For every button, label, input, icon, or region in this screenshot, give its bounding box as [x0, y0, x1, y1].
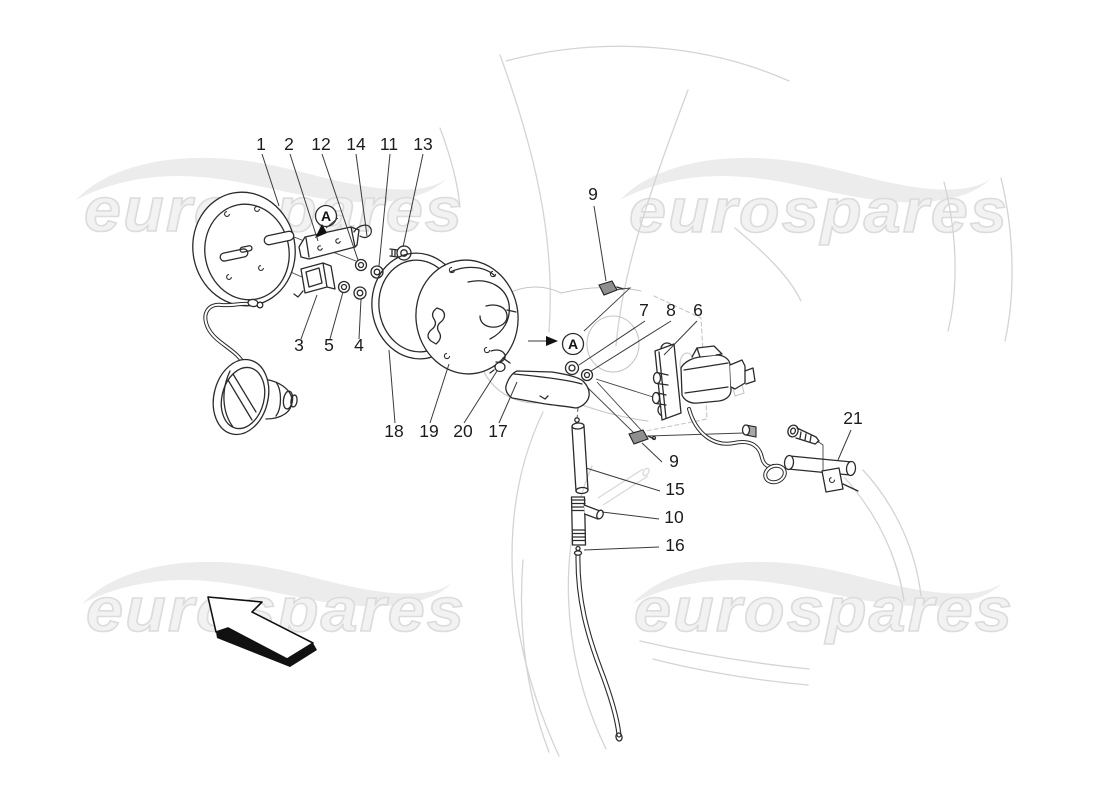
cable-grommet [741, 424, 757, 438]
callout-5[interactable]: 5 [324, 335, 334, 355]
bolt-13 [389, 245, 412, 261]
callout-16[interactable]: 16 [665, 535, 684, 555]
callout-13[interactable]: 13 [413, 134, 432, 154]
washer-5 [337, 280, 351, 294]
callout-20[interactable]: 20 [453, 421, 473, 441]
hose-15 [571, 417, 589, 495]
callout-21[interactable]: 21 [843, 408, 862, 428]
watermark-text: eurospares [629, 177, 1009, 246]
direction-arrow [207, 596, 317, 667]
callout-18[interactable]: 18 [384, 421, 403, 441]
door-hardware [337, 245, 412, 300]
release-handle [783, 424, 859, 493]
hinge-bracket [298, 224, 372, 260]
callout-1[interactable]: 1 [256, 134, 266, 154]
nut-7 [564, 360, 580, 376]
keyhole-slot [427, 307, 446, 345]
fuel-cap-assembly [203, 298, 298, 436]
t-fitting-10 [570, 496, 604, 552]
clip-9-top [598, 280, 624, 296]
view-arrow [546, 336, 558, 346]
callout-10[interactable]: 10 [664, 507, 684, 527]
nut-4 [353, 286, 367, 300]
view-letter: A [321, 208, 331, 224]
filler-hardware [564, 280, 657, 445]
assembly-axis-lines [248, 236, 824, 476]
callout-17[interactable]: 17 [488, 421, 507, 441]
callout-2[interactable]: 2 [284, 134, 294, 154]
callout-19[interactable]: 19 [419, 421, 438, 441]
view-marker-a-center: A [528, 332, 585, 356]
callout-15[interactable]: 15 [665, 479, 684, 499]
washer-12 [354, 258, 368, 272]
actuator-cable [687, 407, 775, 469]
callout-11[interactable]: 11 [380, 134, 398, 154]
hose-16 [573, 550, 623, 742]
callout-6[interactable]: 6 [693, 300, 703, 320]
rubber-buffer [505, 370, 590, 409]
callout-14[interactable]: 14 [346, 134, 366, 154]
plate-screw-20 [489, 361, 506, 374]
callout-7[interactable]: 7 [639, 300, 649, 320]
callout-9-top[interactable]: 9 [588, 184, 598, 204]
callouts: 1 2 12 14 11 13 3 5 4 18 19 20 17 9 7 8 … [256, 134, 863, 555]
door-inner-plate [415, 259, 519, 375]
view-letter: A [568, 336, 578, 352]
view-arrow [315, 224, 327, 238]
callout-4[interactable]: 4 [354, 335, 364, 355]
hinge-spring [353, 224, 372, 239]
door-actuator [651, 342, 787, 485]
washer-8 [580, 368, 594, 382]
latch-bracket [293, 262, 336, 298]
fuel-door-flap [192, 191, 296, 307]
callout-9-side[interactable]: 9 [669, 451, 679, 471]
callout-8[interactable]: 8 [666, 300, 676, 320]
view-marker-a-top: A [314, 204, 339, 238]
handle-screw [787, 424, 820, 445]
callout-leaders [261, 153, 852, 551]
clip-9-side [628, 429, 657, 445]
callout-3[interactable]: 3 [294, 335, 304, 355]
car-outline-background [439, 45, 1013, 757]
callout-12[interactable]: 12 [311, 134, 330, 154]
door-hinge-slot [263, 230, 295, 246]
watermark-text: eurospares [634, 576, 1014, 645]
vent-hoses [570, 417, 623, 742]
